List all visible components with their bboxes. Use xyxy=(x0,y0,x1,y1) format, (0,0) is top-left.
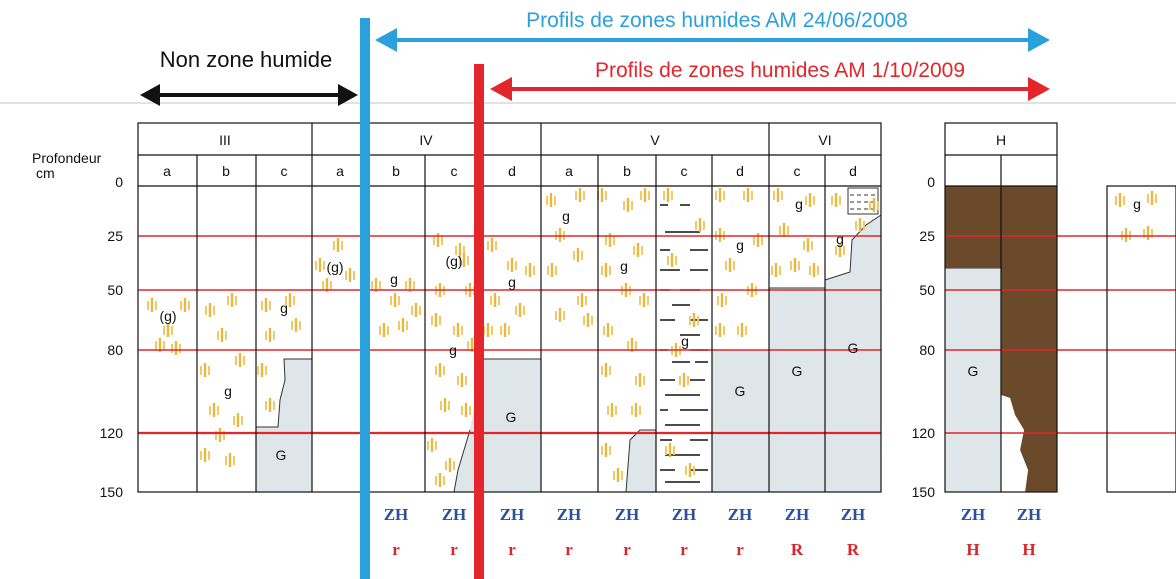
subclass-header: d xyxy=(736,163,744,179)
class-code: r xyxy=(450,540,458,559)
class-code: R xyxy=(847,540,860,559)
class-header: IV xyxy=(419,132,433,148)
class-code: r xyxy=(508,540,516,559)
depth-tick: 0 xyxy=(115,174,123,190)
class-code: R xyxy=(791,540,804,559)
zh-label: ZH xyxy=(500,505,525,524)
profile-label: g xyxy=(736,237,744,253)
class-code-row: r r r r r r r R R H H xyxy=(392,540,1035,559)
depth-lines xyxy=(138,235,1176,435)
profile-label: (g) xyxy=(445,253,462,269)
zh-label: ZH xyxy=(672,505,697,524)
depth-tick: 120 xyxy=(100,425,124,441)
profile-label: g xyxy=(562,208,570,224)
subclass-header: c xyxy=(794,163,801,179)
zh-label: ZH xyxy=(557,505,582,524)
subclass-header: b xyxy=(222,163,230,179)
class-header: VI xyxy=(818,132,831,148)
zh-label: ZH xyxy=(961,505,986,524)
boundary-bar-2008 xyxy=(360,18,370,579)
profile-label: G xyxy=(276,447,287,463)
profile-label: g xyxy=(620,258,628,274)
subclass-headers: a b c a b c d a b c d c d xyxy=(163,163,857,179)
profile-label: g xyxy=(280,300,288,316)
subclass-header: d xyxy=(849,163,857,179)
depth-tick: 120 xyxy=(912,425,936,441)
zh-label: ZH xyxy=(785,505,810,524)
subclass-header: a xyxy=(565,163,573,179)
profile-labels: (g) g g G (g) g (g) g g G g g g g G g G … xyxy=(159,196,1140,463)
class-code: r xyxy=(623,540,631,559)
profile-label: g xyxy=(390,271,398,287)
profile-label: g xyxy=(836,231,844,247)
arrow-profils-2008 xyxy=(375,28,1050,52)
profile-label: g xyxy=(508,274,516,290)
class-header: H xyxy=(996,132,1006,148)
axis-title: Profondeur xyxy=(32,150,102,166)
depth-tick: 25 xyxy=(919,228,935,244)
zh-label: ZH xyxy=(728,505,753,524)
profile-label: G xyxy=(968,363,979,379)
label-non-zone-humide: Non zone humide xyxy=(160,47,332,72)
label-profils-2009: Profils de zones humides AM 1/10/2009 xyxy=(595,59,965,82)
profile-label: g xyxy=(224,383,232,399)
subclass-header: c xyxy=(281,163,288,179)
subclass-header: c xyxy=(681,163,688,179)
profile-label: G xyxy=(792,363,803,379)
class-code: r xyxy=(680,540,688,559)
subclass-header: d xyxy=(508,163,516,179)
zh-label: ZH xyxy=(841,505,866,524)
profile-label: g xyxy=(449,342,457,358)
depth-tick: 150 xyxy=(912,484,936,500)
arrow-non-zone-humide xyxy=(140,84,358,106)
class-code: r xyxy=(392,540,400,559)
class-headers: III IV V VI H xyxy=(219,132,1006,148)
class-code: H xyxy=(966,540,979,559)
subclass-header: b xyxy=(392,163,400,179)
zh-row: ZH ZH ZH ZH ZH ZH ZH ZH ZH ZH ZH xyxy=(384,505,1042,524)
profile-label: G xyxy=(848,340,859,356)
class-code: r xyxy=(565,540,573,559)
profile-label: (g) xyxy=(159,308,176,324)
subclass-header: c xyxy=(451,163,458,179)
zh-label: ZH xyxy=(384,505,409,524)
profile-label: g xyxy=(681,333,689,349)
depth-ticks-left: 0 25 50 80 120 150 xyxy=(100,174,124,500)
depth-tick: 25 xyxy=(107,228,123,244)
v-c-dashes xyxy=(660,204,708,483)
zh-label: ZH xyxy=(1017,505,1042,524)
profile-label: g xyxy=(795,196,803,212)
subclass-header: b xyxy=(623,163,631,179)
profile-label: G xyxy=(735,383,746,399)
depth-tick: 50 xyxy=(107,282,123,298)
axis-unit: cm xyxy=(36,165,55,181)
class-header: III xyxy=(219,132,231,148)
class-header: V xyxy=(650,132,660,148)
zh-label: ZH xyxy=(442,505,467,524)
class-code: r xyxy=(736,540,744,559)
gley-fills xyxy=(255,214,1001,493)
arrow-profils-2009 xyxy=(490,77,1050,101)
zh-label: ZH xyxy=(615,505,640,524)
profile-label: g xyxy=(1133,196,1141,212)
depth-tick: 80 xyxy=(107,342,123,358)
depth-ticks-right: 0 25 50 80 120 150 xyxy=(912,174,936,500)
profile-label: G xyxy=(506,409,517,425)
depth-tick: 80 xyxy=(919,342,935,358)
class-code: H xyxy=(1022,540,1035,559)
label-profils-2008: Profils de zones humides AM 24/06/2008 xyxy=(526,9,908,32)
depth-tick: 50 xyxy=(919,282,935,298)
depth-tick: 150 xyxy=(100,484,124,500)
histic-layer xyxy=(945,186,1057,492)
boundary-bar-2009 xyxy=(474,64,484,579)
profile-label: (g) xyxy=(326,259,343,275)
depth-tick: 0 xyxy=(927,174,935,190)
subclass-header: a xyxy=(336,163,344,179)
subclass-header: a xyxy=(163,163,171,179)
